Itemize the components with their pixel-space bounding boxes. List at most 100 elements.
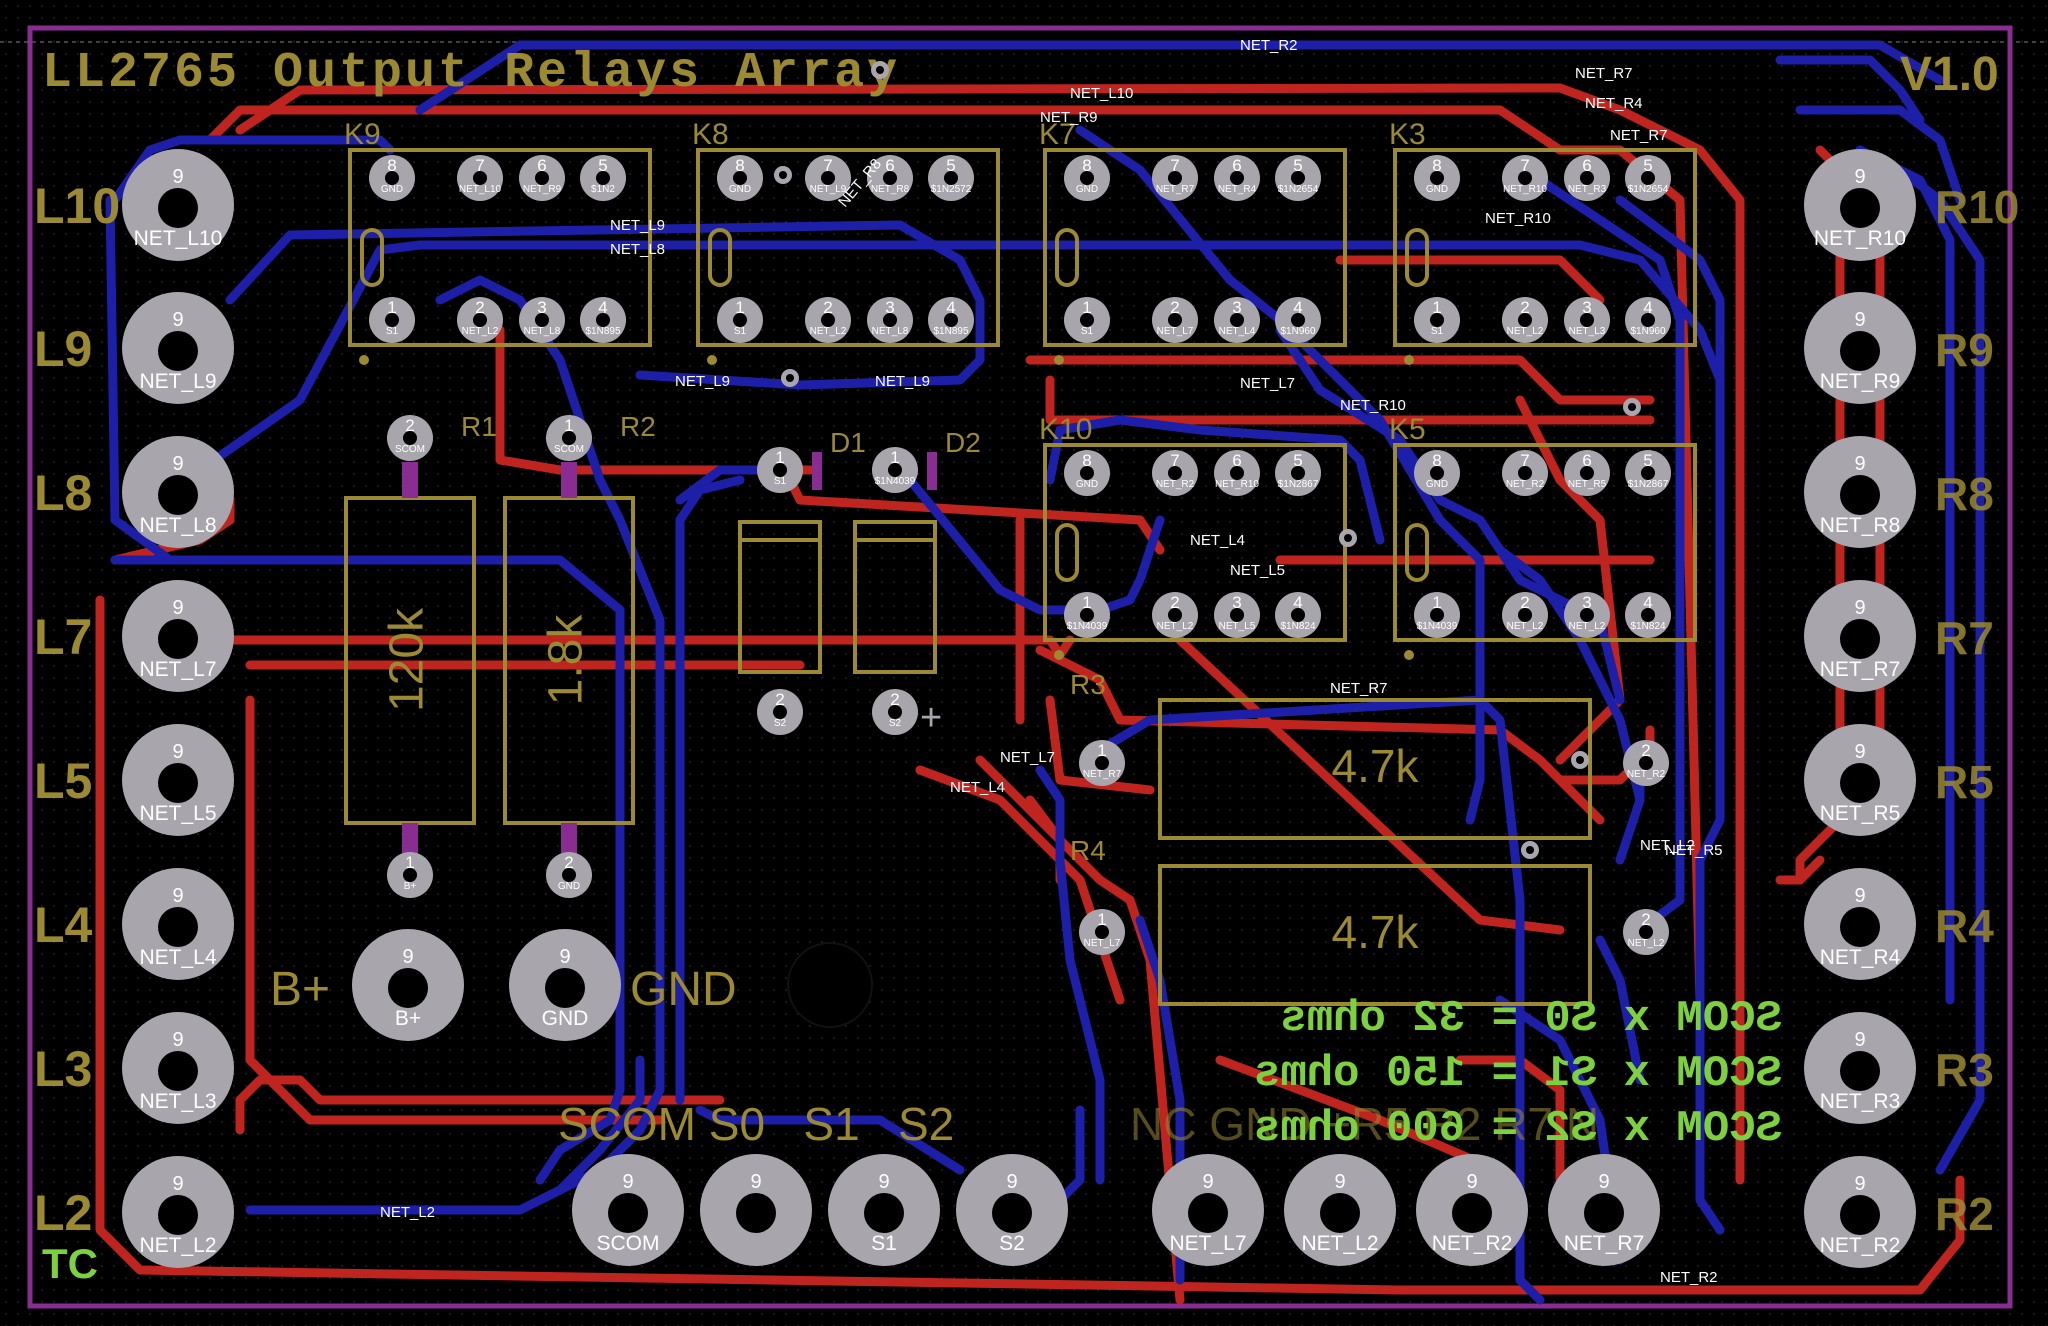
relay-pin-4[interactable]: 4$1N960 (1275, 297, 1321, 343)
diode-pin-top[interactable]: 1S1 (757, 447, 803, 493)
relay-pin-5[interactable]: 5$1N2867 (1275, 450, 1321, 496)
relay-pin-1[interactable]: 1$1N4039 (1064, 592, 1110, 638)
doc-text-group: SCOM x S0 = 32 ohms SCOM x S1 = 150 ohms… (1254, 994, 1782, 1154)
relay-pin-1[interactable]: 1S1 (717, 297, 763, 343)
relay-pin-5[interactable]: 5$1N2654 (1625, 155, 1671, 201)
relay-k3[interactable]: K38GND7NET_R106NET_R35$1N26541S12NET_L23… (1389, 118, 1697, 365)
relay-pin-5[interactable]: 5$1N2654 (1275, 155, 1321, 201)
diode-pin-top[interactable]: 1$1N4039 (872, 447, 918, 493)
relay-pin-1[interactable]: 1S1 (1414, 297, 1460, 343)
small-pad-label: $1N895 (933, 326, 968, 337)
relay-pin-4[interactable]: 4$1N960 (1625, 297, 1671, 343)
power-pad-bplus[interactable]: 9B+ (352, 929, 464, 1041)
diode-pin-bottom[interactable]: 2S2 (872, 689, 918, 735)
relay-pin-1[interactable]: 1S1 (1064, 297, 1110, 343)
bottom-pad-s1[interactable]: 9S1 (828, 1154, 940, 1266)
relay-pin-5[interactable]: 5$1N2572 (928, 155, 974, 201)
relay-k7[interactable]: K78GND7NET_R76NET_R45$1N26541S12NET_L73N… (1039, 118, 1347, 365)
relay-pin-4[interactable]: 4$1N824 (1625, 592, 1671, 638)
relay-k9[interactable]: K98GND7NET_L106NET_R95$1N21S12NET_L23NET… (344, 118, 652, 365)
relay-pin-4[interactable]: 4$1N895 (580, 297, 626, 343)
resistor-pin-bottom[interactable]: 1B+ (387, 852, 433, 898)
relay-pin-4[interactable]: 4$1N895 (928, 297, 974, 343)
diode-pin-bottom[interactable]: 2S2 (757, 689, 803, 735)
relay-pin-5[interactable]: 5$1N2867 (1625, 450, 1671, 496)
relay-k5[interactable]: K58GND7NET_R26NET_R55$1N28671$1N40392NET… (1389, 413, 1697, 660)
relay-pin-1[interactable]: 1S1 (369, 297, 415, 343)
relay-pin-1[interactable]: 1$1N4039 (1414, 592, 1460, 638)
relay-k8[interactable]: K88GND7NET_L96NET_R85$1N25721S12NET_L23N… (692, 118, 1000, 365)
bottom-pad-s0[interactable]: 9 (700, 1154, 812, 1266)
relay-pin-4[interactable]: 4$1N824 (1275, 592, 1321, 638)
relay-pin-5[interactable]: 5$1N2 (580, 155, 626, 201)
bottom-pad-s2[interactable]: 9S2 (956, 1154, 1068, 1266)
small-pad-hole (1641, 313, 1655, 327)
